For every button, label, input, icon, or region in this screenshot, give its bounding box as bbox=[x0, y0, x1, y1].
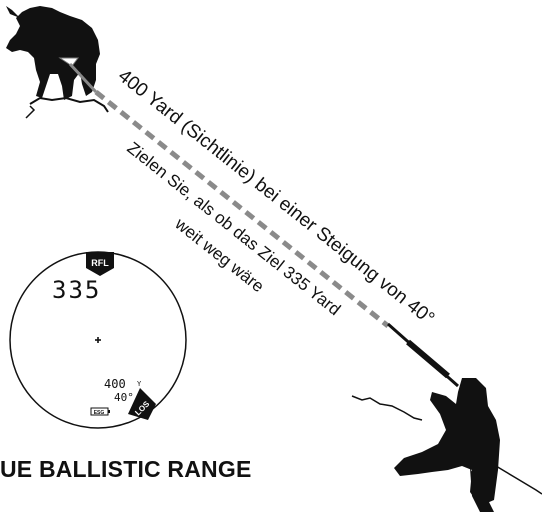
hunter-rifle-silhouette bbox=[352, 324, 542, 512]
rfl-badge-label: RFL bbox=[91, 258, 109, 268]
rangefinder-display: RFL 335 400 Y 40° ESG LOS bbox=[10, 252, 186, 428]
battery-label: ESG bbox=[94, 410, 105, 416]
main-range-reading: 335 bbox=[52, 276, 101, 304]
section-title: UE BALLISTIC RANGE bbox=[0, 456, 252, 483]
los-distance-reading: 400 bbox=[104, 377, 126, 391]
mountain-goat-silhouette bbox=[6, 6, 108, 118]
angle-reading: 40° bbox=[114, 391, 134, 404]
